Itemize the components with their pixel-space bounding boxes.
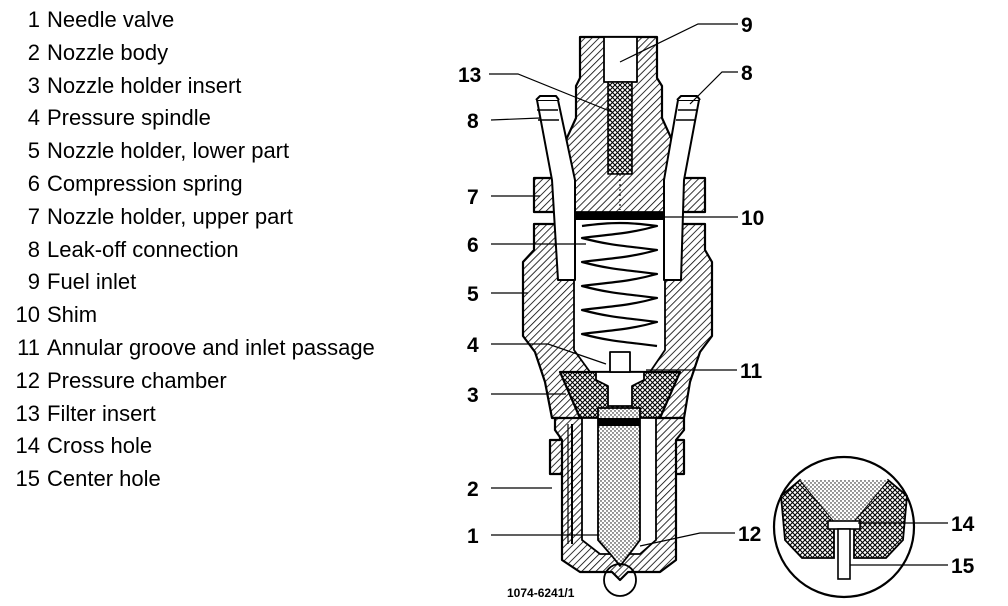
compression-spring [580,221,659,348]
legend-label: Pressure spindle [47,105,211,131]
leader-12 [639,532,735,547]
fuel-inlet-bore [603,36,638,83]
callout-13: 13 [458,64,481,87]
legend-number: 2 [27,39,40,65]
legend-number: 6 [27,170,40,196]
callout-12: 12 [738,523,761,546]
legend-label: Center hole [47,466,161,492]
callout-8-left: 8 [467,110,479,133]
callout-6: 6 [467,234,479,257]
leader-8-right [689,71,738,105]
leader-4 [491,343,607,365]
callout-10: 10 [741,207,764,230]
legend-item: 11 Annular groove and inlet passage [0,332,440,365]
legend-item: 9 Fuel inlet [0,266,440,299]
legend-item: 3 Nozzle holder insert [0,70,440,103]
leader-8-left [490,117,541,121]
spring-chamber [573,211,666,373]
callout-15: 15 [951,555,975,578]
leader-13 [489,73,613,113]
legend-item: 10 Shim [0,299,440,332]
callout-1: 1 [467,525,479,548]
legend-item: 7 Nozzle holder, upper part [0,201,440,234]
callout-14: 14 [951,513,975,536]
legend-number: 5 [27,138,40,164]
legend-label: Pressure chamber [47,367,227,393]
legend-item: 4 Pressure spindle [0,102,440,135]
legend-label: Shim [47,302,98,328]
legend-label: Filter insert [47,400,156,426]
legend-label: Leak-off connection [47,236,239,262]
needle-valve [597,407,641,567]
legend-label: Annular groove and inlet passage [47,334,375,360]
legend-label: Cross hole [47,433,153,459]
legend-number: 3 [27,72,40,98]
figure-id: 1074-6241/1 [507,586,575,600]
leader-9 [619,23,738,63]
legend-item: 13 Filter insert [0,398,440,431]
callout-5: 5 [467,283,479,306]
callout-11: 11 [740,360,763,383]
callout-3: 3 [467,384,479,407]
callout-8-right: 8 [741,62,753,85]
legend-number: 15 [15,466,40,492]
legend-number: 11 [17,334,40,360]
legend-number: 4 [27,105,40,131]
legend-item: 5 Nozzle holder, lower part [0,135,440,168]
legend-item: 12 Pressure chamber [0,365,440,398]
legend-label: Nozzle holder, lower part [47,138,290,164]
legend-label: Nozzle body [47,39,169,65]
legend-label: Nozzle holder insert [47,72,242,98]
legend-item: 14 Cross hole [0,430,440,463]
legend-number: 7 [27,203,40,229]
callout-4: 4 [467,334,479,357]
legend-number: 1 [27,7,40,32]
legend-label: Nozzle holder, upper part [47,203,293,229]
legend-item: 15 Center hole [0,463,440,496]
callout-2: 2 [467,478,479,501]
callout-7: 7 [467,186,479,209]
legend-number: 14 [15,433,40,459]
callout-9: 9 [741,14,753,37]
legend-number: 9 [27,269,40,295]
injector-body [521,35,714,597]
legend-number: 10 [15,302,40,328]
legend-item: 1 Needle valve [0,4,440,37]
legend-label: Fuel inlet [47,269,137,295]
legend-label: Needle valve [47,7,175,32]
legend-item: 6 Compression spring [0,168,440,201]
legend-number: 12 [15,367,40,393]
legend-item: 2 Nozzle body [0,37,440,70]
legend-number: 13 [15,400,40,426]
legend-number: 8 [27,236,40,262]
leader-lines [489,23,948,566]
shim [576,212,664,220]
legend-label: Compression spring [47,170,243,196]
legend-item: 8 Leak-off connection [0,234,440,267]
pressure-spindle [595,371,645,407]
nozzle-tip-detail-inset [772,455,916,599]
